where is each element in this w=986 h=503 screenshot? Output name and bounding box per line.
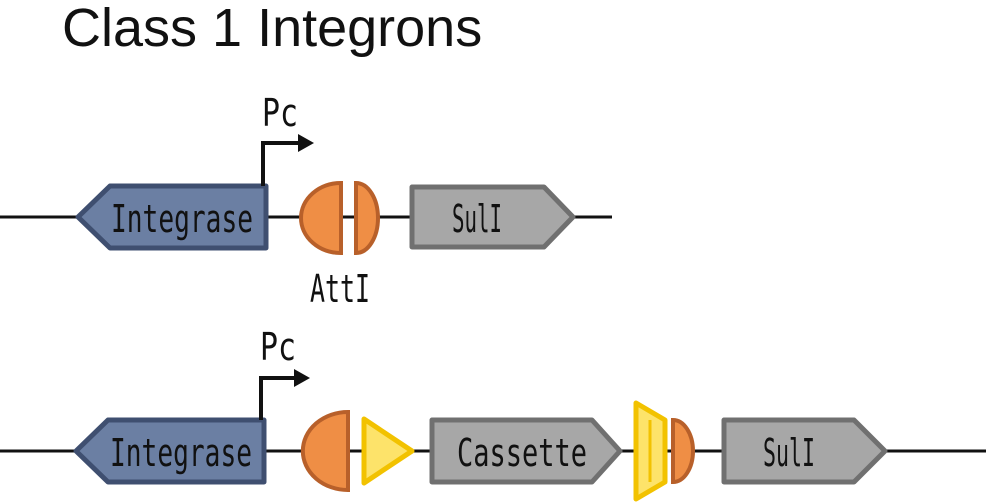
row-2-integron: Integrase Pc Cassette SulI — [0, 325, 986, 502]
row-1-integron: Integrase Pc AttI SulI — [0, 91, 612, 311]
row-2-attC-reverse-site-icon — [633, 400, 668, 502]
row-1-sulI-label: SulI — [452, 197, 502, 241]
row-1-attI-site-icon — [299, 180, 380, 256]
row-2-sulI-label: SulI — [763, 431, 815, 475]
row-2-attC-site-icon — [361, 416, 415, 486]
row-1-promoter-label: Pc — [262, 91, 298, 135]
row-2-cassette-gene — [429, 417, 623, 485]
diagram-title: Class 1 Integrons — [62, 0, 483, 58]
row-2-sulI-gene — [721, 417, 888, 485]
row-1-promoter-arrow-icon — [261, 134, 314, 186]
row-2-integrase-label: Integrase — [110, 431, 252, 475]
row-2-promoter-arrow-icon — [259, 369, 310, 420]
row-1-integrase-gene — [75, 183, 269, 251]
row-2-promoter-label: Pc — [260, 325, 296, 369]
row-1-integrase-label: Integrase — [111, 197, 253, 241]
row-2-integrase-gene — [73, 417, 267, 485]
row-2-attI-half-site-icon — [671, 417, 695, 485]
row-2-cassette-label: Cassette — [457, 431, 587, 475]
row-1-attI-label: AttI — [310, 267, 370, 311]
row-2-attI-site-icon — [300, 409, 350, 493]
row-1-sulI-gene — [409, 184, 576, 250]
